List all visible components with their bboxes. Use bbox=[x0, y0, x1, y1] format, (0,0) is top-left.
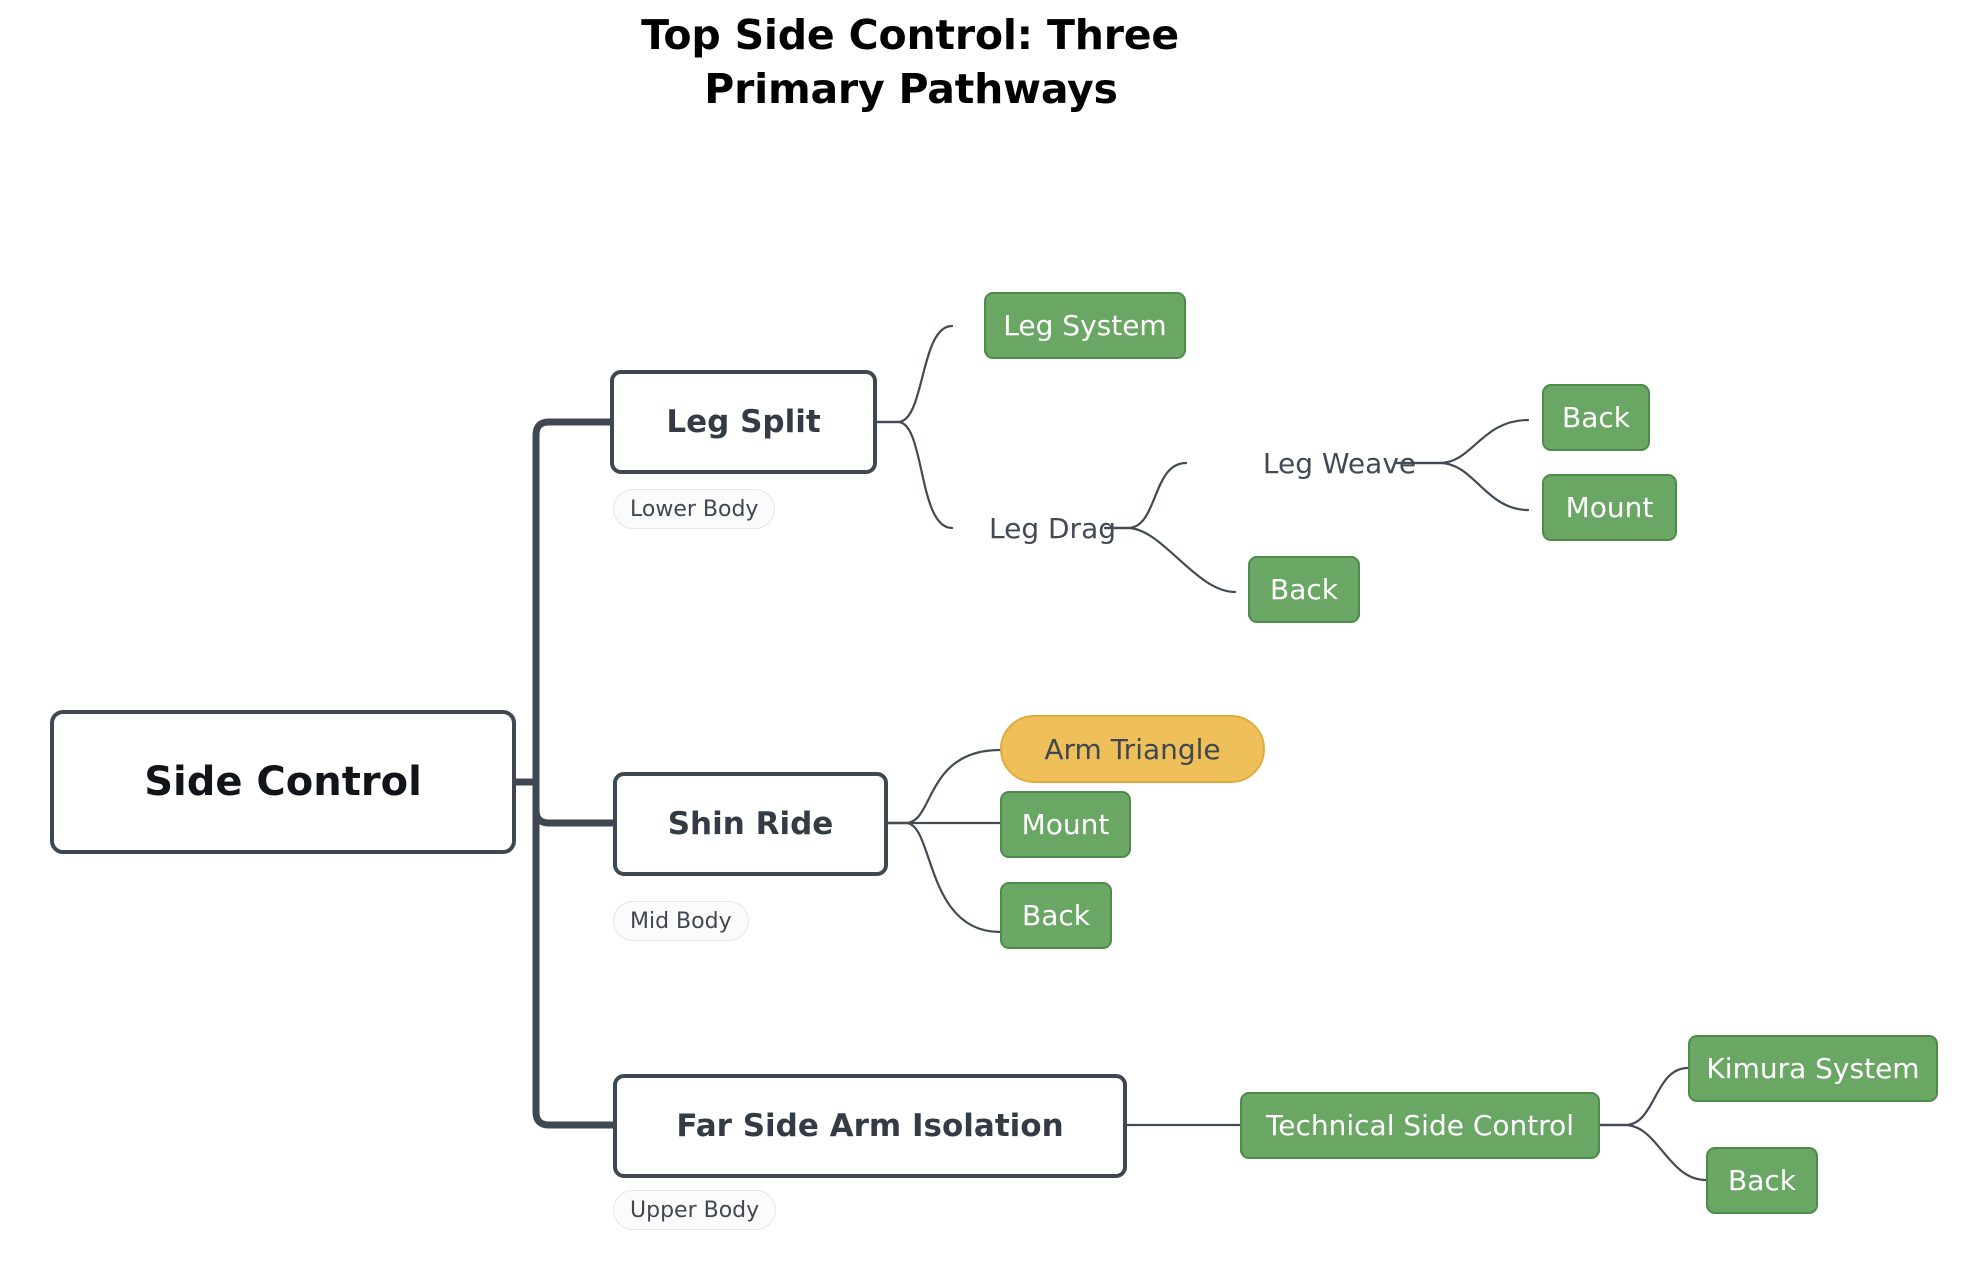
node-technical-side-control[interactable]: Technical Side Control bbox=[1240, 1092, 1600, 1159]
node-root-label: Side Control bbox=[144, 759, 422, 805]
node-leaf-arm-triangle-label: Arm Triangle bbox=[1044, 732, 1221, 766]
node-leg-drag-label: Leg Drag bbox=[988, 511, 1116, 545]
node-leaf-leg-weave-back[interactable]: Back bbox=[1542, 384, 1650, 451]
node-branch-shin-ride-label: Shin Ride bbox=[667, 806, 834, 842]
connector-leg-split-to-leg-drag bbox=[875, 420, 954, 530]
connector-technical-to-back bbox=[1598, 1123, 1708, 1182]
node-leaf-shin-ride-back-label: Back bbox=[1022, 899, 1090, 932]
node-leaf-leg-drag-back-label: Back bbox=[1270, 573, 1338, 606]
connector-trunk-shin-ride bbox=[532, 778, 617, 827]
connector-shin-ride-to-arm-triangle bbox=[886, 748, 1002, 825]
connector-trunk-leg-split bbox=[532, 418, 614, 786]
connector-leg-drag-to-back bbox=[1103, 526, 1237, 594]
node-leaf-shin-ride-mount[interactable]: Mount bbox=[1000, 791, 1131, 858]
node-leaf-leg-system-label: Leg System bbox=[1003, 309, 1167, 342]
node-branch-far-side-arm-isolation-label: Far Side Arm Isolation bbox=[676, 1108, 1064, 1144]
connector-leg-split-to-leg-system bbox=[875, 324, 954, 424]
tag-upper-body-label: Upper Body bbox=[630, 1197, 760, 1223]
node-leg-drag[interactable]: Leg Drag bbox=[975, 498, 1130, 558]
node-leaf-technical-back[interactable]: Back bbox=[1706, 1147, 1818, 1214]
node-leaf-leg-weave-mount[interactable]: Mount bbox=[1542, 474, 1677, 541]
tag-lower-body-label: Lower Body bbox=[630, 496, 759, 522]
node-leg-weave[interactable]: Leg Weave bbox=[1248, 433, 1431, 493]
tag-mid-body: Mid Body bbox=[613, 901, 749, 941]
node-leg-weave-label: Leg Weave bbox=[1262, 446, 1417, 480]
node-leaf-shin-ride-back[interactable]: Back bbox=[1000, 882, 1112, 949]
node-leaf-kimura-system[interactable]: Kimura System bbox=[1688, 1035, 1938, 1102]
connector-shin-ride-to-back bbox=[886, 821, 1002, 934]
tag-lower-body: Lower Body bbox=[613, 489, 776, 529]
node-root-side-control[interactable]: Side Control bbox=[50, 710, 516, 854]
node-branch-leg-split-label: Leg Split bbox=[666, 404, 821, 440]
node-leaf-leg-system[interactable]: Leg System bbox=[984, 292, 1186, 359]
node-leaf-technical-back-label: Back bbox=[1728, 1164, 1796, 1197]
node-leaf-shin-ride-mount-label: Mount bbox=[1021, 808, 1110, 841]
connector-technical-to-kimura bbox=[1598, 1066, 1690, 1127]
node-branch-far-side-arm-isolation[interactable]: Far Side Arm Isolation bbox=[613, 1074, 1127, 1178]
node-branch-leg-split[interactable]: Leg Split bbox=[610, 370, 877, 474]
node-leaf-leg-weave-mount-label: Mount bbox=[1565, 491, 1654, 524]
node-leaf-leg-weave-back-label: Back bbox=[1562, 401, 1630, 434]
connector-trunk-far-side bbox=[532, 778, 617, 1129]
node-leaf-arm-triangle[interactable]: Arm Triangle bbox=[1000, 715, 1265, 783]
tag-mid-body-label: Mid Body bbox=[630, 908, 732, 934]
connector-leg-weave-to-mount bbox=[1395, 461, 1530, 512]
node-technical-side-control-label: Technical Side Control bbox=[1265, 1109, 1575, 1142]
tag-upper-body: Upper Body bbox=[613, 1190, 777, 1230]
node-leaf-kimura-system-label: Kimura System bbox=[1706, 1052, 1920, 1085]
node-leaf-leg-drag-back[interactable]: Back bbox=[1248, 556, 1360, 623]
node-branch-shin-ride[interactable]: Shin Ride bbox=[613, 772, 888, 876]
